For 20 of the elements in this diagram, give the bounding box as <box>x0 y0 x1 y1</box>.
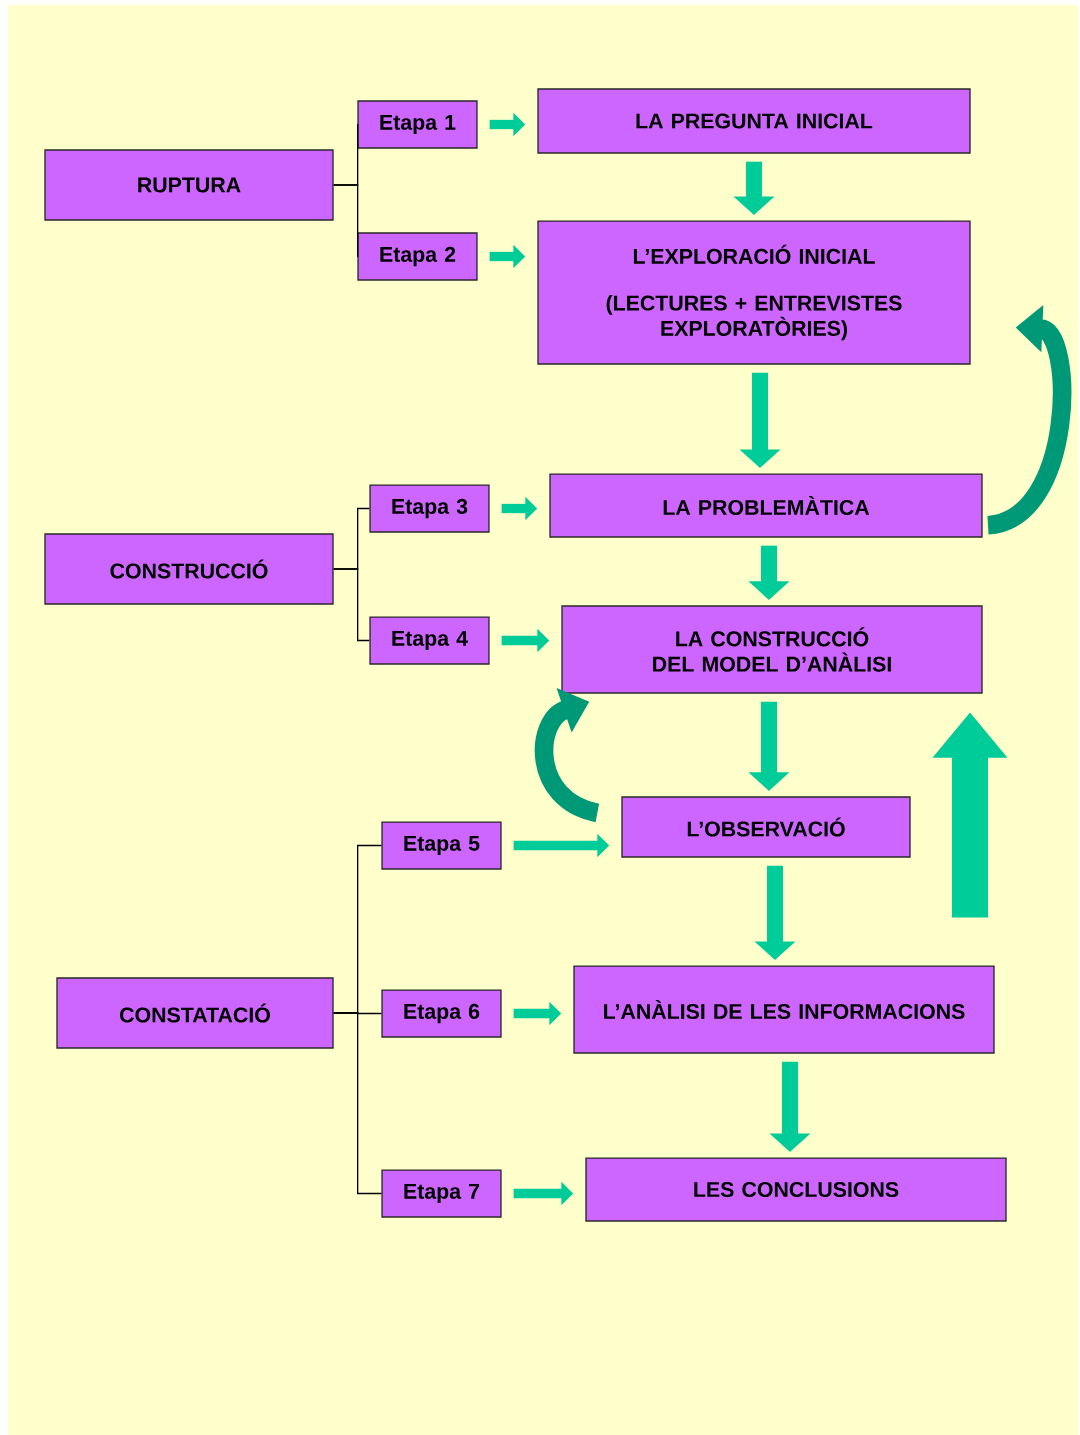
step-box: L’EXPLORACIÓ INICIAL (LECTURES + ENTREVISTES EXPLORATÒRIES) <box>537 220 971 365</box>
stage-label-box: Etapa 7 <box>381 1169 502 1218</box>
stage-label-box: Etapa 6 <box>381 989 502 1038</box>
phase-box: RUPTURA <box>44 149 334 221</box>
bracket-line <box>333 1012 383 1195</box>
step-box: LA PROBLEMÀTICA <box>549 473 983 538</box>
stage-label-box: Etapa 4 <box>369 616 490 665</box>
bracket-line <box>333 568 371 642</box>
phase-box: CONSTATACIÓ <box>56 977 334 1049</box>
phase-box: CONSTRUCCIÓ <box>44 533 334 605</box>
step-box: LA PREGUNTA INICIAL <box>537 88 971 154</box>
step-box: LA CONSTRUCCIÓ DEL MODEL D’ANÀLISI <box>561 605 983 694</box>
step-box: LES CONCLUSIONS <box>585 1157 1007 1222</box>
stage-label-box: Etapa 3 <box>369 484 490 533</box>
bracket-line <box>333 184 359 258</box>
stage-label-box: Etapa 5 <box>381 821 502 870</box>
step-box: L’OBSERVACIÓ <box>621 796 911 858</box>
step-box: L’ANÀLISI DE LES INFORMACIONS <box>573 965 995 1054</box>
stage-label-box: Etapa 1 <box>357 100 478 149</box>
stage-label-box: Etapa 2 <box>357 232 478 281</box>
